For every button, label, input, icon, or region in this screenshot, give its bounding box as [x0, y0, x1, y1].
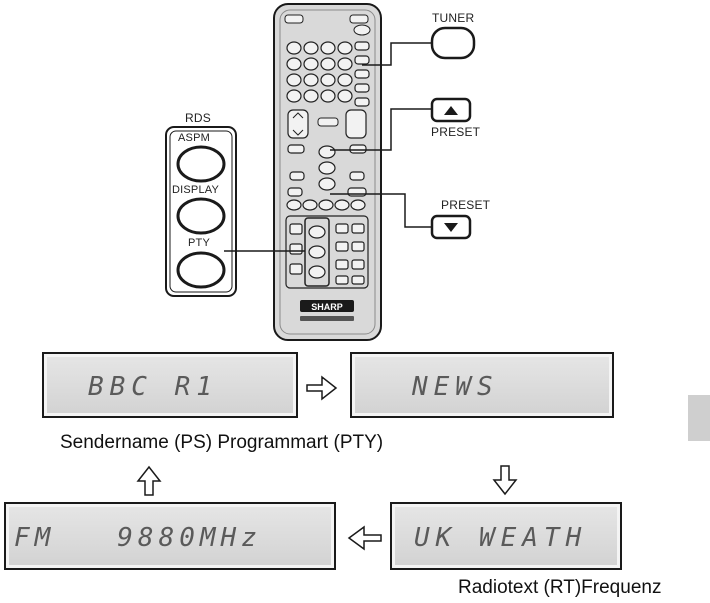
- keypad-key[interactable]: [320, 57, 336, 71]
- keypad-key[interactable]: [337, 57, 353, 71]
- arrow-right-icon: [306, 375, 338, 401]
- keypad-key[interactable]: [303, 73, 319, 87]
- arrow-left-icon: [347, 525, 382, 551]
- keypad-key[interactable]: [286, 89, 302, 103]
- keypad-key[interactable]: [337, 89, 353, 103]
- caption-rt-frequency: Radiotext (RT)Frequenz: [458, 577, 662, 598]
- aspm-label: ASPM: [178, 132, 210, 144]
- keypad-key[interactable]: [337, 73, 353, 87]
- lcd-programme-type: NEWS: [350, 352, 614, 418]
- preset-down-leader-line: [330, 193, 432, 228]
- keypad-key[interactable]: [303, 41, 319, 55]
- arrow-down-icon: [492, 465, 518, 496]
- number-keypad: [286, 41, 353, 103]
- ps-text: BBC R1: [88, 372, 218, 402]
- tuner-label: TUNER: [432, 11, 475, 25]
- preset-up-label: PRESET: [431, 125, 481, 139]
- pty-label: PTY: [188, 237, 210, 249]
- side-tab-marker: [688, 395, 710, 441]
- keypad-key[interactable]: [320, 41, 336, 55]
- keypad-key[interactable]: [286, 57, 302, 71]
- lcd-frequency: FM 9880MHz: [4, 502, 336, 570]
- keypad-key[interactable]: [286, 73, 302, 87]
- keypad-key[interactable]: [320, 89, 336, 103]
- tuner-leader-line: [362, 42, 432, 66]
- down-triangle-icon: [444, 223, 458, 232]
- pty-text: NEWS: [412, 372, 499, 402]
- display-button[interactable]: [176, 197, 226, 235]
- up-triangle-icon: [444, 106, 458, 115]
- lcd-radio-text: UK WEATH: [390, 502, 622, 570]
- keypad-key[interactable]: [286, 41, 302, 55]
- preset-up-leader-line: [330, 108, 432, 151]
- caption-ps-pty: Sendername (PS) Programmart (PTY): [60, 432, 384, 453]
- remote-illustration: SHARP: [165, 3, 476, 341]
- keypad-key[interactable]: [337, 41, 353, 55]
- aspm-button[interactable]: [176, 145, 226, 183]
- preset-down-label: PRESET: [441, 198, 491, 212]
- display-label: DISPLAY: [172, 184, 220, 196]
- freq-text: FM 9880MHz: [14, 523, 262, 553]
- keypad-key[interactable]: [320, 73, 336, 87]
- pty-button[interactable]: [176, 251, 226, 289]
- rds-group-label: RDS: [185, 111, 211, 125]
- brand-logo: SHARP: [311, 302, 343, 312]
- arrow-up-icon: [136, 465, 162, 496]
- lcd-station-name: BBC R1: [42, 352, 298, 418]
- keypad-key[interactable]: [303, 57, 319, 71]
- keypad-key[interactable]: [303, 89, 319, 103]
- rt-text: UK WEATH: [414, 523, 588, 553]
